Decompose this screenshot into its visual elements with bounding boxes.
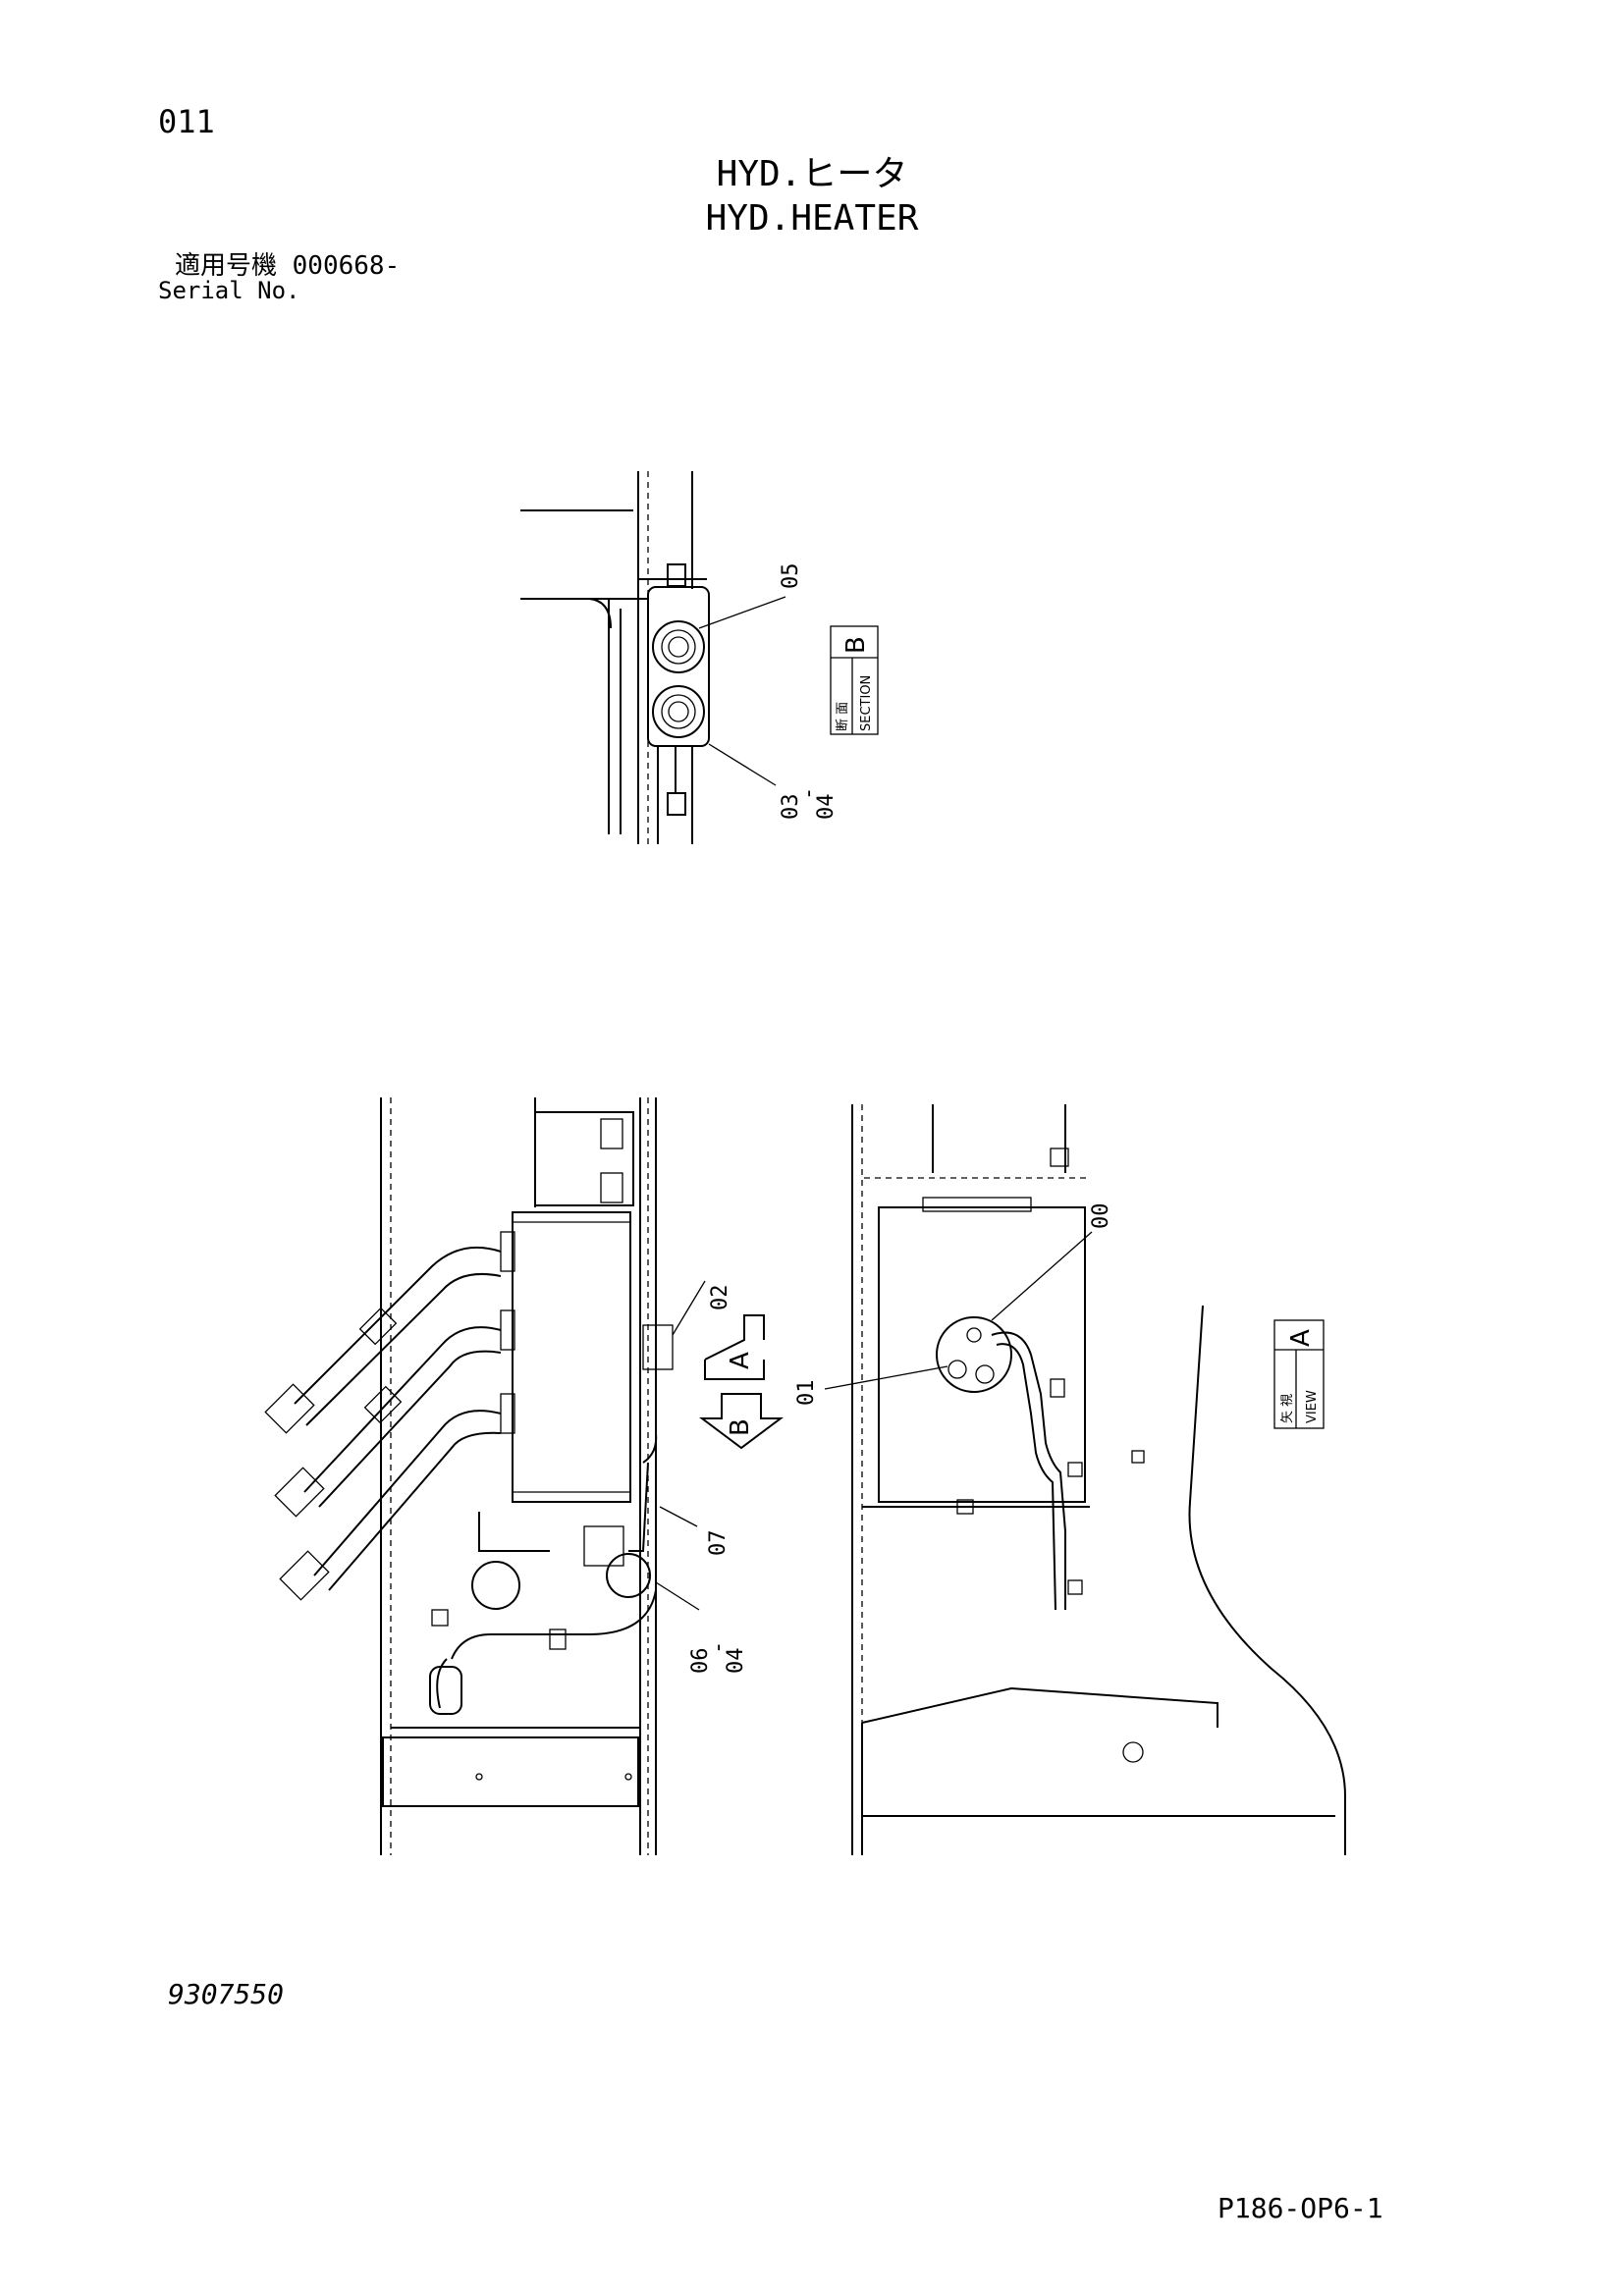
callout-dash: - [706, 1641, 731, 1654]
callout-dash: - [796, 787, 821, 800]
drawing-number: 9307550 [168, 1978, 285, 2010]
main-assembly-view: A B 02 07 06 - 04 [264, 1097, 784, 1855]
callout-04: 04 [814, 794, 839, 821]
serial-label-japanese: 適用号機 000668- [175, 251, 401, 281]
serial-label-english: Serial No. [158, 277, 300, 304]
callout-04: 04 [724, 1648, 748, 1675]
page-number: 011 [158, 103, 215, 140]
arrow-b-label: B [726, 1418, 755, 1436]
callout-01: 01 [794, 1380, 819, 1407]
view-a: 00 01 A 矢 視 VIEW [794, 1104, 1346, 1855]
callout-03: 03 [779, 794, 803, 821]
callout-06: 06 [688, 1648, 713, 1675]
view-a-label-en: VIEW [1305, 1390, 1320, 1423]
view-a-label-box [1273, 1319, 1325, 1429]
arrow-a-label: A [726, 1352, 755, 1369]
callout-07: 07 [706, 1530, 731, 1557]
section-b-letter: B [841, 636, 871, 654]
section-b-label-box [830, 625, 879, 735]
callout-00: 00 [1089, 1203, 1113, 1230]
section-b-view: 05 03 - 04 B 断 面 SECTION [520, 471, 879, 844]
section-b-label-ja: 断 面 [836, 702, 850, 731]
callout-05: 05 [779, 563, 803, 590]
sheet-code: P186-OP6-1 [1218, 2192, 1383, 2224]
title-japanese: HYD.ヒータ [716, 154, 908, 194]
section-b-label-en: SECTION [859, 675, 874, 731]
callout-02: 02 [708, 1285, 732, 1311]
view-a-letter: A [1286, 1329, 1316, 1347]
title-english: HYD.HEATER [705, 198, 919, 239]
view-a-label-ja: 矢 視 [1280, 1394, 1295, 1423]
